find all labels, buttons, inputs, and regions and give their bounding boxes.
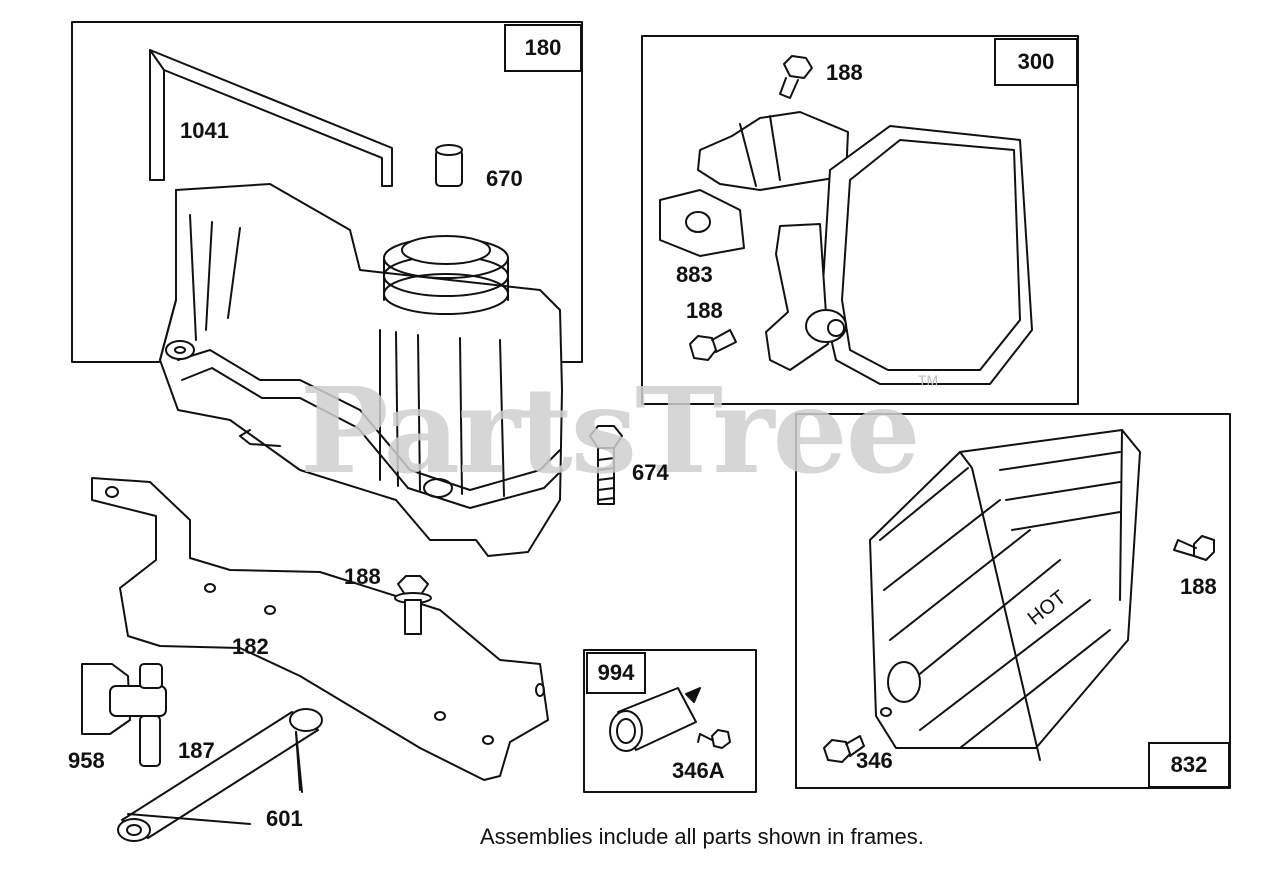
- label-1041: 1041: [180, 118, 229, 143]
- label-346: 346: [856, 748, 893, 773]
- part-188-right-bolt: [1173, 535, 1215, 561]
- assembly-832-label: 832: [1148, 742, 1230, 788]
- part-670-bushing: [435, 144, 463, 187]
- label-670: 670: [486, 166, 523, 191]
- label-883: 883: [676, 262, 713, 287]
- label-188-top: 188: [826, 60, 863, 85]
- label-188-mid: 188: [686, 298, 723, 323]
- part-346-bolt: [823, 735, 865, 763]
- label-601: 601: [266, 806, 303, 831]
- part-300-muffler: [697, 111, 1033, 385]
- part-958-valve: [81, 663, 167, 767]
- label-187: 187: [178, 738, 215, 763]
- label-188-right: 188: [1180, 574, 1217, 599]
- label-188-bracket: 188: [344, 564, 381, 589]
- part-674-bolt: [589, 425, 623, 505]
- label-958: 958: [68, 748, 105, 773]
- watermark: PartsTree: [300, 361, 921, 500]
- part-188-bracket-bolt: [394, 575, 432, 635]
- assemblies-note: Assemblies include all parts shown in fr…: [480, 824, 924, 849]
- assembly-994-label: 994: [586, 652, 646, 694]
- watermark-tm: TM: [918, 372, 939, 388]
- part-883-gasket: [659, 189, 745, 257]
- part-346A-screw: [697, 729, 731, 749]
- part-188-top-bolt: [779, 55, 813, 99]
- part-188-mid-bolt: [689, 329, 737, 361]
- label-346A: 346A: [672, 758, 725, 783]
- part-1041-rod: [149, 49, 393, 187]
- label-674: 674: [632, 460, 669, 485]
- part-182-bracket: [91, 477, 549, 781]
- label-182: 182: [232, 634, 269, 659]
- part-994-spark-arrester: [609, 687, 701, 752]
- assembly-300-label: 300: [994, 38, 1078, 86]
- assembly-180-label: 180: [504, 24, 582, 72]
- part-832-heat-shield: [869, 429, 1141, 761]
- leader-lines: [295, 731, 301, 791]
- part-fuel-tank: [159, 183, 563, 557]
